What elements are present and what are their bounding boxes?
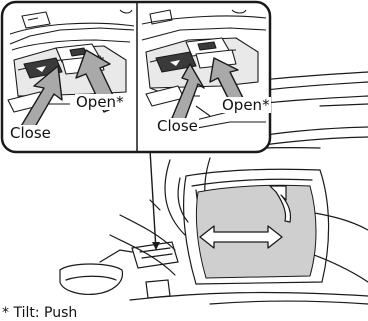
callout-pointer	[150, 150, 156, 250]
close-label-left: Close	[9, 125, 52, 141]
open-label-right: Open*	[221, 97, 271, 113]
tilt-footnote: * Tilt: Push	[2, 306, 77, 321]
close-label-right: Close	[156, 118, 199, 134]
open-label-left: Open*	[75, 94, 125, 110]
